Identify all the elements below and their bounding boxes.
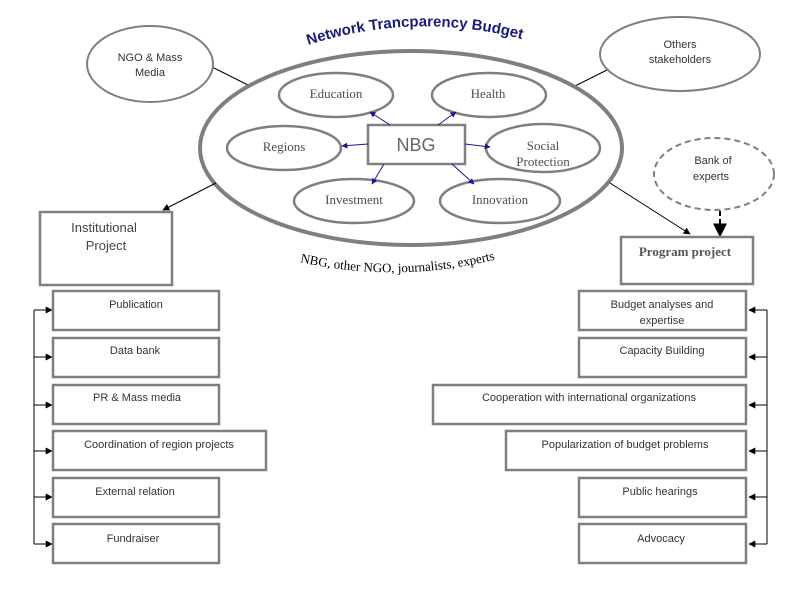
left-item-coordination: Coordination of region projects [51,429,268,472]
network-members-caption: NBG, other NGO, journalists, experts [299,248,495,275]
nbg-node: NBG [366,123,467,166]
innovation-node: Innovation [438,177,562,225]
arrow-to-education [369,111,391,126]
left-item-pr-mass-media: PR & Mass media [51,383,221,426]
right-item-cooperation: Cooperation with international organizat… [431,383,748,426]
education-label: Education [310,86,363,101]
ngo-connector [211,66,249,86]
others-label-1: Others [663,39,697,51]
institutional-label-2: Project [86,238,127,253]
network-ellipse [198,49,624,247]
experts-label-2: experts [693,171,730,183]
arrow-to-social [464,143,491,150]
nbg-label: NBG [396,135,435,155]
arrow-to-health [437,111,457,126]
popularization-label: Popularization of budget problems [542,439,709,451]
regions-label: Regions [263,139,306,154]
health-node: Health [430,71,548,119]
budget-label-1: Budget analyses and [611,299,714,311]
nbg-arrows [341,111,491,185]
right-bracket [748,306,768,548]
arrow-to-regions [341,142,369,149]
regions-node: Regions [225,124,343,172]
hearings-label: Public hearings [622,486,698,498]
diagram-title: Network Trancparency Budget [304,13,525,48]
cooperation-label: Cooperation with international organizat… [482,392,697,404]
arrow-to-program [609,182,691,235]
arrow-to-investment [371,163,385,185]
left-bracket [33,306,53,548]
education-node: Education [277,71,395,119]
right-item-public-hearings: Public hearings [577,476,748,519]
experts-label-1: Bank of [694,155,732,167]
coordination-label: Coordination of region projects [84,439,234,451]
others-stakeholders-node: Others stakeholders [599,16,761,92]
left-item-fundraiser: Fundraiser [51,522,221,565]
right-item-capacity-building: Capacity Building [577,336,748,379]
left-item-data-bank: Data bank [51,336,221,379]
social-label-1: Social [527,138,560,153]
right-item-popularization: Popularization of budget problems [504,429,748,472]
ngo-label-1: NGO & Mass [118,52,183,64]
arrow-to-innovation [451,163,475,185]
left-item-external-relation: External relation [51,476,221,519]
publication-label: Publication [109,299,163,311]
program-label: Program project [639,244,732,259]
right-item-budget-analyses: Budget analyses and expertise [577,289,748,332]
others-connector [574,69,608,87]
investment-label: Investment [325,192,383,207]
advocacy-label: Advocacy [637,533,685,545]
data-bank-label: Data bank [110,345,161,357]
ngo-mass-media-node: NGO & Mass Media [86,25,214,103]
arrow-to-institutional [162,182,217,211]
external-label: External relation [95,486,175,498]
health-label: Health [471,86,506,101]
bank-of-experts-node: Bank of experts [653,137,775,211]
pr-label: PR & Mass media [93,392,182,404]
social-label-2: Protection [516,154,570,169]
left-item-publication: Publication [51,289,221,332]
capacity-label: Capacity Building [620,345,705,357]
ngo-label-2: Media [135,67,166,79]
innovation-label: Innovation [472,192,529,207]
investment-node: Investment [292,177,416,225]
institutional-label-1: Institutional [71,220,137,235]
budget-label-2: expertise [640,315,685,327]
fundraiser-label: Fundraiser [107,533,160,545]
right-item-advocacy: Advocacy [577,522,748,565]
others-label-2: stakeholders [649,54,712,66]
program-project-box: Program project [619,235,755,286]
social-protection-node: Social Protection [484,122,602,174]
institutional-project-box: Institutional Project [38,210,174,287]
